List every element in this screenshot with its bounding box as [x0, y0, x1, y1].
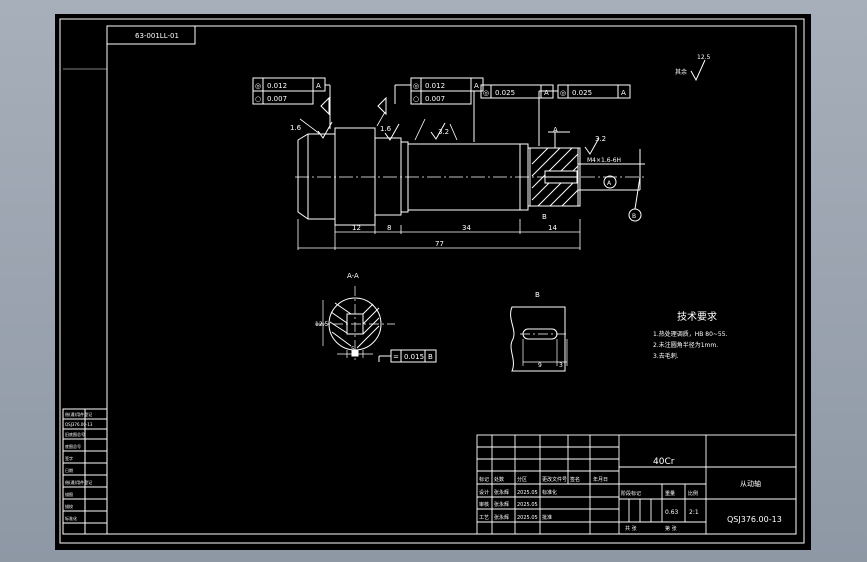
finish-note: 其余: [675, 68, 687, 76]
tech-req-item-2: 2.未注圆角半径为1mm.: [653, 341, 718, 349]
tol-mid-bottom-sym: ○: [413, 95, 419, 103]
tb-row-1-role: 审核: [479, 501, 489, 508]
datum-b-label: B: [632, 213, 636, 220]
tb-row-0-date: 2025.05: [517, 490, 538, 496]
thread-callout: M4×1.6-6H: [587, 157, 621, 164]
tol-mid-bottom-val: 0.007: [425, 95, 445, 103]
top-code: 63-001LL-01: [135, 32, 179, 40]
side-strip-5: 日期: [65, 467, 73, 473]
tol-left-top-ref: A: [316, 82, 321, 90]
tol-left-top-val: 0.012: [267, 82, 287, 90]
tb-material: 40Cr: [653, 457, 675, 467]
outer-frame: [59, 18, 805, 544]
tb-header-3: 更改文件号: [542, 476, 567, 483]
view-b-title: B: [535, 291, 540, 299]
tb-sheet-label: 共 张: [625, 525, 637, 532]
tb-header-5: 年月日: [593, 476, 608, 483]
tech-req-title: 技术要求: [677, 310, 717, 323]
tol-right-1-sym: ◎: [483, 89, 489, 97]
tol-right-2-val: 0.025: [572, 89, 592, 97]
section-title: A-A: [347, 272, 359, 280]
tb-row-0-name: 张永辉: [494, 489, 509, 496]
tol-mid-top-sym: ◎: [413, 82, 419, 90]
section-dim-w: 5: [351, 346, 355, 353]
roughness-3: 3.2: [438, 128, 449, 136]
section-dim-h: 12.5: [315, 321, 329, 328]
dimension-lines: [297, 111, 581, 250]
tol-right-1-ref: A: [544, 89, 549, 97]
side-strip-8: 描校: [65, 503, 73, 509]
cad-drawing-canvas[interactable]: 63-001LL-01 其余 12.5 ◎ 0.012 A ○ 0.007 ◎ …: [55, 14, 811, 550]
side-strip-4: 签字: [65, 455, 73, 461]
tol-right-2-sym: ◎: [560, 89, 566, 97]
title-block-grid: [476, 434, 797, 535]
tb-stage-label: 阶段标记: [621, 490, 641, 497]
tb-row-2-name: 张永辉: [494, 514, 509, 521]
tolerance-frames: [252, 77, 631, 146]
finish-marks: [317, 59, 706, 155]
tol-left-bottom-sym: ○: [255, 95, 261, 103]
tb-weight: 0.63: [665, 509, 679, 516]
tol-mid-top-val: 0.012: [425, 82, 445, 90]
side-strip-9: 标准化: [65, 515, 77, 521]
tol-right-1-val: 0.025: [495, 89, 515, 97]
tol-mid-top-ref: A: [474, 82, 479, 90]
drawing-viewport[interactable]: 63-001LL-01 其余 12.5 ◎ 0.012 A ○ 0.007 ◎ …: [55, 14, 811, 550]
tb-scale-label: 比例: [688, 490, 698, 497]
roughness-2: 1.6: [380, 125, 392, 133]
view-b: [510, 306, 568, 372]
dim-34: 34: [462, 224, 471, 232]
tb-header-0: 标记: [479, 476, 489, 483]
inner-frame: [106, 25, 797, 535]
tb-row-0-extra: 标准化: [542, 489, 557, 496]
side-strip-6: 借(通)用件登记: [65, 479, 92, 485]
tech-req-item-3: 3.去毛刺.: [653, 352, 679, 360]
tb-header-4: 签名: [570, 476, 580, 483]
tb-row-2-date: 2025.05: [517, 515, 538, 521]
side-strip-1: QSJ376.00-13: [65, 422, 93, 427]
tb-weight-label: 重量: [665, 490, 675, 497]
section-tol-val: 0.015: [404, 353, 424, 361]
section-tol-sym: =: [393, 353, 399, 361]
view-b-dim-2: 3: [559, 362, 563, 369]
tb-header-2: 分区: [517, 476, 527, 483]
datum-a-label: A: [607, 180, 612, 187]
dim-14: 14: [548, 224, 557, 232]
section-aa: [315, 286, 437, 363]
side-strip-3: 底图总号: [65, 443, 81, 449]
dim-12: 12: [352, 224, 361, 232]
tb-row-2-role: 工艺: [479, 515, 489, 521]
side-strip: [62, 68, 108, 535]
hatched-section: [529, 147, 579, 207]
tb-row-0-role: 设计: [479, 489, 489, 496]
dim-77: 77: [435, 240, 444, 248]
tb-row-1-date: 2025.05: [517, 502, 538, 508]
side-strip-0: 借(通)用件登记: [65, 411, 92, 417]
section-tol-ref: B: [428, 353, 433, 361]
tb-header-1: 处数: [494, 476, 504, 483]
thread-leader: [548, 131, 645, 222]
tb-scale: 2:1: [689, 509, 699, 516]
view-b-marker: B: [542, 213, 547, 221]
finish-top-value: 12.5: [697, 54, 711, 61]
tb-row-1-name: 张永辉: [494, 501, 509, 508]
dim-8: 8: [387, 224, 391, 232]
tol-right-2-ref: A: [621, 89, 626, 97]
tb-sheet-label-2: 第 张: [665, 525, 677, 532]
shaft-main-view: [295, 127, 645, 226]
side-strip-7: 描图: [65, 491, 73, 497]
tech-req-item-1: 1.热处理调质，HB 80~55.: [653, 330, 728, 338]
view-b-dim-1: 9: [538, 362, 542, 369]
tb-drawing-no: QSJ376.00-13: [727, 515, 782, 524]
tol-left-bottom-val: 0.007: [267, 95, 287, 103]
section-letter: A: [553, 126, 558, 134]
side-strip-2: 旧底图总号: [65, 431, 85, 437]
tb-row-2-extra: 批准: [542, 514, 552, 521]
tol-left-top-sym: ◎: [255, 82, 261, 90]
roughness-4: 3.2: [595, 135, 606, 143]
tb-part-name: 从动轴: [740, 479, 761, 488]
roughness-1: 1.6: [290, 124, 302, 132]
top-code-box: [106, 25, 196, 45]
